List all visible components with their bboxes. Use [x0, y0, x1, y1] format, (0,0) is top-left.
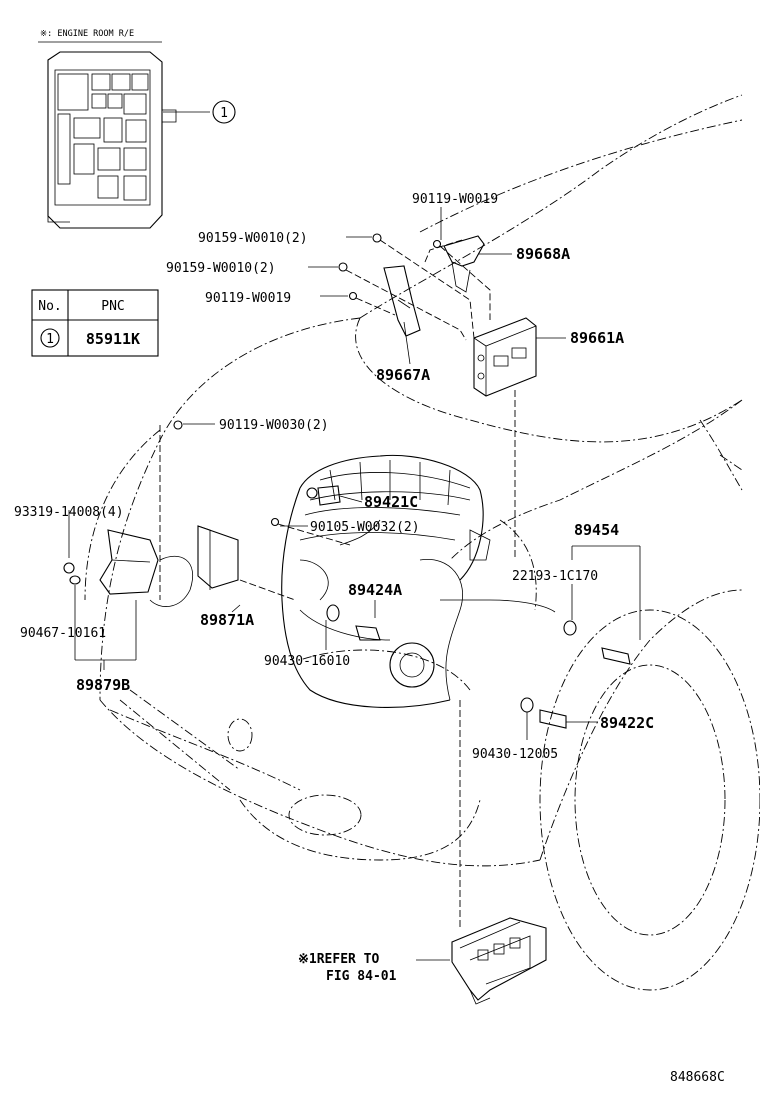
pnc-col-no: No.: [38, 299, 61, 314]
pnc-col-pnc: PNC: [101, 299, 124, 314]
pnc-row-no: 1: [46, 332, 54, 347]
ecu-bracket-illustration: [383, 235, 485, 337]
label-90430-16010: 90430-16010: [264, 654, 350, 669]
sensor-89454: [563, 620, 631, 665]
svg-text:1: 1: [220, 106, 228, 121]
label-90119-w0019: 90119-W0019: [205, 291, 291, 306]
label-22193-1c170: 22193-1C170: [512, 569, 598, 584]
label-90159-w0010-a: 90159-W0010(2): [198, 231, 308, 246]
pnc-table: No. PNC 1 85911K: [31, 289, 159, 357]
label-89454: 89454: [574, 521, 619, 539]
sensor-89422c: [520, 697, 567, 729]
relay-89871a: [149, 525, 239, 607]
label-89668a: 89668A: [516, 245, 570, 263]
refer-note-line1: ※1REFER TO: [298, 952, 380, 967]
figure-id: 848668C: [670, 1070, 725, 1085]
label-90159-w0010-b: 90159-W0010(2): [166, 261, 276, 276]
label-89424a: 89424A: [348, 581, 402, 599]
label-89661a: 89661A: [570, 329, 624, 347]
label-90119-w0030: 90119-W0030(2): [219, 418, 329, 433]
vehicle-outline: [84, 94, 760, 991]
engine-room-relay-block-bottom: [451, 917, 547, 1005]
label-89871a: 89871A: [200, 611, 254, 629]
part-labels: 90119-W0019 90159-W0010(2) 90159-W0010(2…: [14, 192, 725, 1085]
refer-note-line2: FIG 84-01: [326, 969, 397, 984]
bracket-89879b: [63, 529, 159, 595]
screw-icons-top: [173, 233, 442, 527]
label-90119-w0019-top: 90119-W0019: [412, 192, 498, 207]
label-89421c: 89421C: [364, 493, 418, 511]
callout-circle-1: [212, 100, 236, 124]
label-90467-10161: 90467-10161: [20, 626, 106, 641]
engine-illustration: [281, 454, 556, 708]
label-90430-12005: 90430-12005: [472, 747, 558, 762]
label-90105-w0032: 90105-W0032(2): [310, 520, 420, 535]
label-93319-14008: 93319-14008(4): [14, 505, 124, 520]
engine-room-note: ※: ENGINE ROOM R/E: [40, 29, 134, 39]
label-89422c: 89422C: [600, 714, 654, 732]
label-89879b: 89879B: [76, 676, 130, 694]
label-89667a: 89667A: [376, 366, 430, 384]
ecm-ecu-illustration: [473, 317, 537, 397]
pnc-row-pnc: 85911K: [86, 330, 140, 348]
engine-room-relay-block-illustration: [47, 51, 177, 229]
knock-sensor-89421c: [317, 485, 341, 506]
sensor-89424a: [326, 604, 381, 641]
